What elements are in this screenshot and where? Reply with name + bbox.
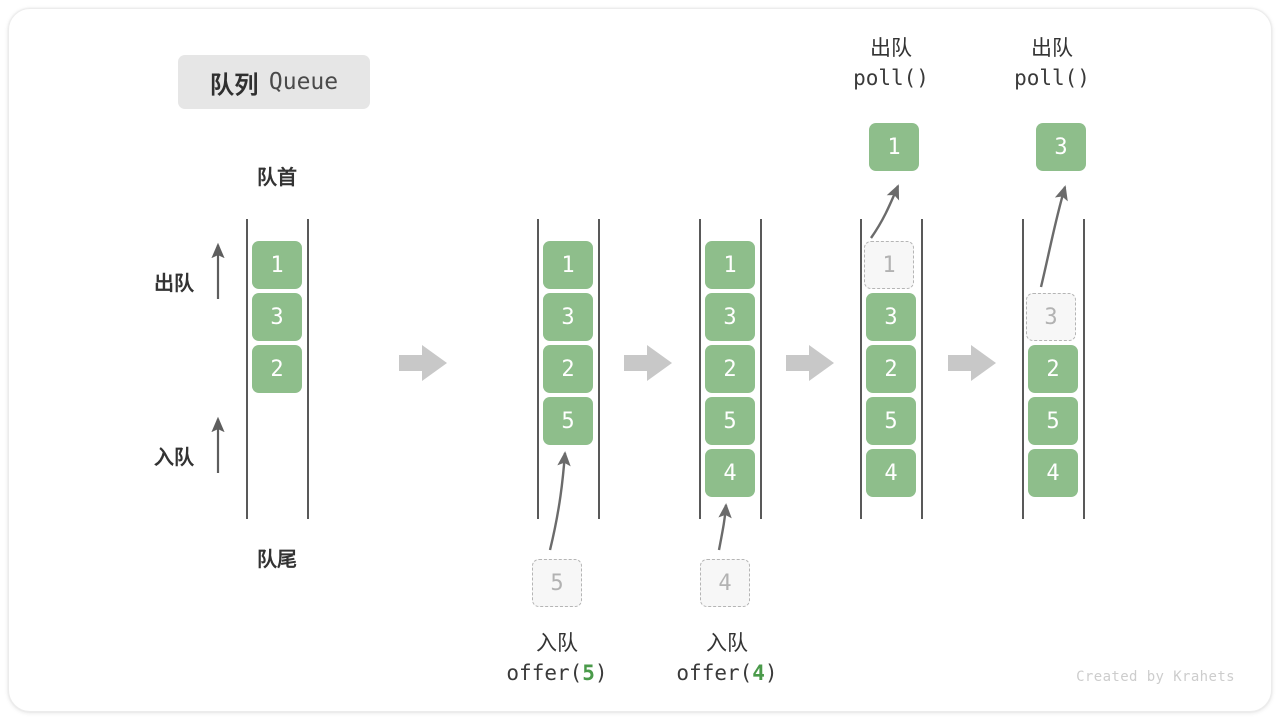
table-cell: 3 [252,293,302,341]
col1-rail-left [246,219,248,519]
table-cell: 1 [543,241,593,289]
table-cell: 2 [705,345,755,393]
operation-label-offer-5: 入队 offer(5) [432,629,682,689]
col1-rail-right [307,219,309,519]
offer-4-arrow-icon [717,503,732,551]
col5-rail-right [1083,219,1085,519]
table-cell: 4 [705,449,755,497]
operation-label-code: offer(4) [602,659,852,689]
table-cell: 2 [252,345,302,393]
table-cell: 5 [543,397,593,445]
col2-rail-right [598,219,600,519]
title-en: Queue [268,69,339,95]
step-arrow-icon [786,345,834,381]
offer-5-arrow-icon [548,451,571,551]
queue-tail-label: 队尾 [257,549,297,571]
code-arg: 5 [582,660,595,685]
table-cell-ghost: 1 [864,241,914,289]
table-cell: 3 [705,293,755,341]
table-cell: 1 [705,241,755,289]
step-arrow-icon [624,345,672,381]
table-cell: 2 [866,345,916,393]
title-badge: 队列 Queue [178,55,370,109]
code-suffix: ) [764,660,778,685]
dequeue-direction-label: 出队 [154,273,194,295]
operation-label-code: poll() [1014,65,1090,90]
outgoing-cell: 1 [869,123,919,171]
step-arrow-icon [399,345,447,381]
step-arrow-icon [948,345,996,381]
title-cn: 队列 [209,71,259,99]
poll-3-arrow-icon [1039,185,1068,288]
table-cell: 1 [252,241,302,289]
operation-label-code: poll() [853,65,929,90]
table-cell: 4 [866,449,916,497]
table-cell: 5 [1028,397,1078,445]
col4-rail-left [860,219,862,519]
col5-rail-left [1022,219,1024,519]
operation-label-cn: 入队 [706,632,748,655]
operation-label-poll-1: 出队 poll() [791,34,991,94]
operation-label-offer-4: 入队 offer(4) [602,629,852,689]
table-cell: 3 [543,293,593,341]
incoming-ghost-cell: 4 [700,559,750,607]
operation-label-poll-3: 出队 poll() [952,34,1152,94]
table-cell-ghost: 3 [1026,293,1076,341]
operation-label-cn: 出队 [1031,37,1073,60]
col3-rail-right [760,219,762,519]
code-prefix: offer( [676,660,753,685]
table-cell: 4 [1028,449,1078,497]
outgoing-cell: 3 [1036,123,1086,171]
col4-rail-right [921,219,923,519]
operation-label-cn: 出队 [870,37,912,60]
poll-1-arrow-icon [870,184,900,239]
code-prefix: offer( [506,660,583,685]
table-cell: 2 [543,345,593,393]
operation-label-cn: 入队 [536,632,578,655]
credit-text: Created by Krahets [1076,669,1235,685]
enqueue-direction-label: 入队 [154,447,194,469]
diagram-card: 队列 Queue 队首 队尾 出队 入队 1 3 2 1 3 2 5 5 入队 … [8,8,1272,712]
incoming-ghost-cell: 5 [532,559,582,607]
code-arg: 4 [752,660,765,685]
operation-label-code: offer(5) [432,659,682,689]
table-cell: 5 [866,397,916,445]
table-cell: 3 [866,293,916,341]
col3-rail-left [699,219,701,519]
table-cell: 5 [705,397,755,445]
table-cell: 2 [1028,345,1078,393]
col2-rail-left [537,219,539,519]
queue-head-label: 队首 [257,167,297,189]
code-suffix: ) [594,660,608,685]
